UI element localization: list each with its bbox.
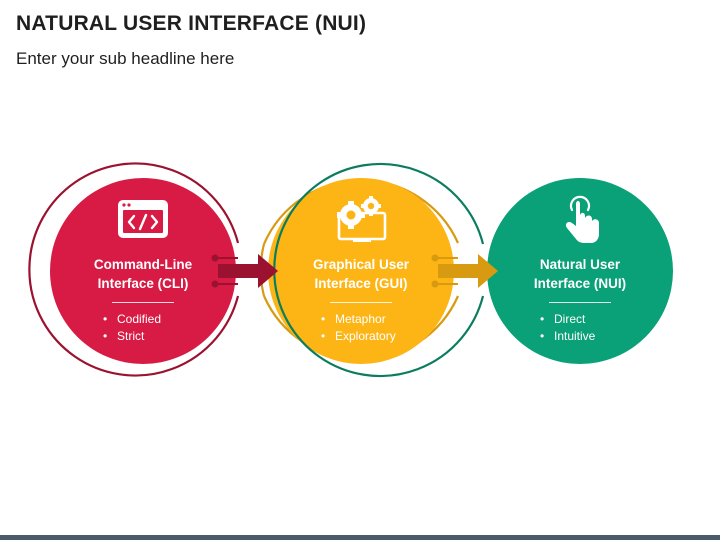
cli-stage: Command-Line Interface (CLI) Codified St…	[63, 255, 223, 345]
list-item: Direct	[540, 311, 620, 328]
footer-bar	[0, 535, 720, 540]
code-window-icon	[118, 200, 168, 238]
nui-title-line1: Natural User	[539, 257, 621, 272]
list-item: Strict	[103, 328, 183, 345]
page-subtitle: Enter your sub headline here	[16, 49, 235, 68]
cli-divider	[112, 302, 174, 303]
nui-divider	[549, 302, 611, 303]
gui-bullets: Metaphor Exploratory	[321, 311, 401, 345]
gui-title-line1: Graphical User	[312, 257, 410, 272]
cli-circle	[50, 178, 236, 364]
gui-stage: Graphical User Interface (GUI) Metaphor …	[281, 255, 441, 345]
touch-hand-icon	[565, 195, 599, 243]
cli-outer-ring	[28, 162, 240, 377]
arrow-right-icon	[218, 254, 278, 288]
list-item: Codified	[103, 311, 183, 328]
connector-gui-nui	[431, 254, 498, 288]
nui-circle	[487, 178, 673, 364]
gui-circle	[268, 178, 454, 364]
gears-monitor-icon	[337, 196, 387, 242]
cli-bullets: Codified Strict	[103, 311, 183, 345]
page-title: NATURAL USER INTERFACE (NUI)	[16, 12, 367, 35]
nui-title-line2: Interface (NUI)	[533, 276, 627, 291]
list-item: Metaphor	[321, 311, 401, 328]
connector-cli-gui	[211, 254, 278, 288]
nui-stage: Natural User Interface (NUI) Direct Intu…	[500, 255, 660, 345]
list-item: Intuitive	[540, 328, 620, 345]
nui-bullets: Direct Intuitive	[540, 311, 620, 345]
list-item: Exploratory	[321, 328, 401, 345]
gui-divider	[330, 302, 392, 303]
gui-title-line2: Interface (GUI)	[314, 276, 408, 291]
cli-title-line1: Command-Line	[93, 257, 193, 272]
cli-title-line2: Interface (CLI)	[97, 276, 189, 291]
arrow-right-icon	[438, 254, 498, 288]
